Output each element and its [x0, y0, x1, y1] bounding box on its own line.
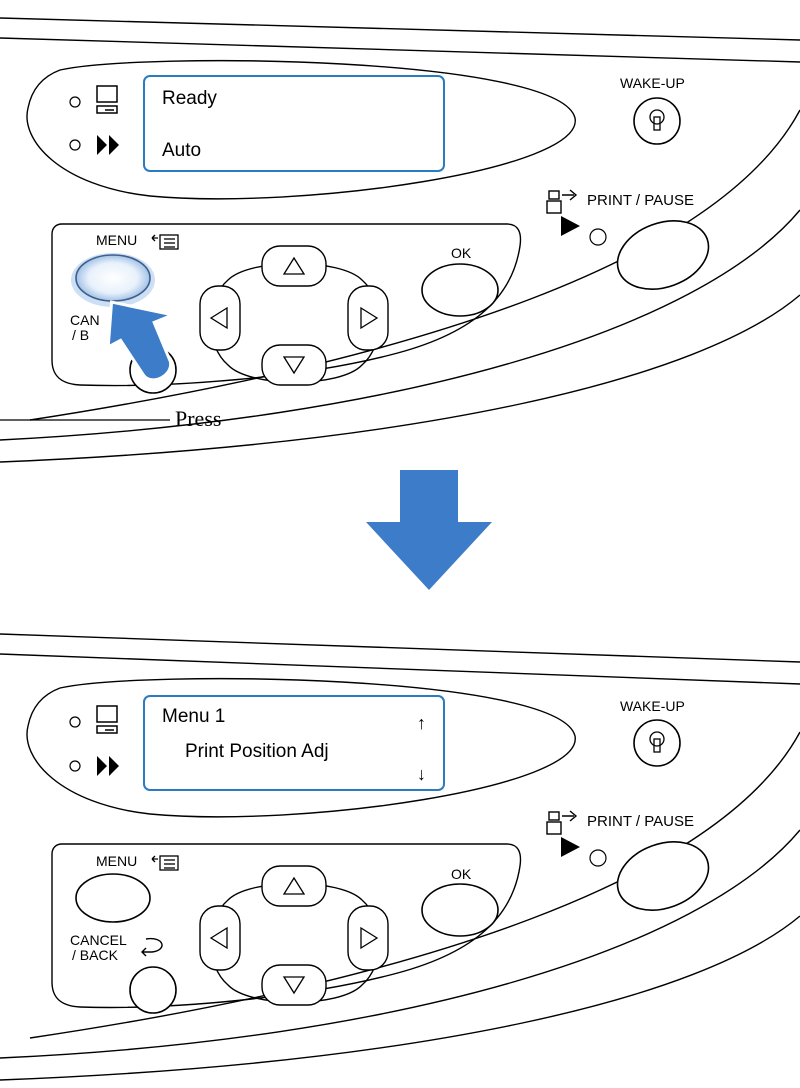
dpad-left-button-after[interactable]	[199, 905, 241, 971]
housing-lines-after	[0, 633, 800, 1081]
dpad-up-button[interactable]	[261, 245, 327, 287]
ok-button-after[interactable]	[421, 883, 499, 937]
print-led	[589, 228, 607, 246]
print-led-after	[589, 849, 607, 867]
up-arrow-icon	[282, 256, 306, 275]
print-pause-label: PRINT / PAUSE	[587, 192, 694, 209]
status-led-data	[69, 96, 81, 108]
cancel-label-line-1-after: CANCEL	[70, 932, 127, 948]
dpad-right-button-after[interactable]	[347, 905, 389, 971]
menu-button-after[interactable]	[75, 873, 151, 923]
cancel-back-button-after[interactable]	[129, 966, 177, 1014]
lcd-screen-after	[143, 695, 445, 791]
display-bezel-after	[26, 677, 576, 818]
ok-button[interactable]	[421, 263, 499, 317]
press-pointer-icon	[106, 300, 178, 382]
cancel-label-line-1: CAN	[70, 312, 100, 328]
up-arrow-icon-after	[282, 876, 306, 895]
print-feed-icon-after	[546, 810, 578, 835]
left-arrow-icon	[209, 306, 228, 330]
down-arrow-icon	[282, 356, 306, 375]
dpad-left-button[interactable]	[199, 285, 241, 351]
fast-forward-icon-after	[97, 756, 119, 776]
dpad-up-button-after[interactable]	[261, 865, 327, 907]
key-icon	[649, 109, 665, 131]
housing-lines	[0, 17, 800, 463]
computer-icon	[96, 85, 118, 114]
print-pause-button-after[interactable]	[608, 830, 718, 922]
panel-before: Ready Auto WAKE-UP PRINT / PAUSE MENU	[0, 17, 800, 463]
menu-label: MENU	[96, 232, 137, 248]
lcd-scroll-up-icon: ↑	[417, 713, 426, 733]
menu-icon-after	[151, 855, 179, 871]
cancel-label-line-2: / B	[72, 327, 89, 343]
wake-up-button-after[interactable]	[633, 719, 681, 767]
menu-icon	[151, 234, 179, 250]
left-arrow-icon-after	[209, 926, 228, 950]
wake-up-label-after: WAKE-UP	[620, 698, 685, 714]
fast-forward-icon	[97, 135, 119, 155]
status-led-data-after	[69, 716, 81, 728]
computer-icon-after	[96, 705, 118, 734]
status-led-paper-after	[69, 760, 81, 772]
lcd-line-1: Ready	[162, 88, 217, 109]
right-arrow-icon	[360, 306, 379, 330]
menu-label-after: MENU	[96, 853, 137, 869]
lcd-scroll-down-icon: ↓	[417, 764, 426, 784]
print-pause-button[interactable]	[608, 209, 718, 301]
down-arrow-icon-after	[282, 976, 306, 995]
right-arrow-icon-after	[360, 926, 379, 950]
lcd-screen	[143, 75, 445, 172]
ok-label: OK	[451, 245, 472, 261]
cancel-label-line-2-after: / BACK	[72, 947, 119, 963]
lcd-line-1-after: Menu 1	[162, 706, 225, 727]
panel-after: Menu 1 Print Position Adj ↑ ↓ WAKE-UP PR…	[0, 633, 800, 1081]
menu-button[interactable]	[75, 254, 151, 302]
back-arrow-icon	[141, 937, 163, 957]
lcd-line-2-after: Print Position Adj	[185, 741, 329, 762]
ok-label-after: OK	[451, 866, 472, 882]
play-indicator-icon-after	[561, 837, 580, 857]
play-indicator-icon	[561, 216, 580, 236]
wake-up-label: WAKE-UP	[620, 75, 685, 91]
print-feed-icon	[546, 189, 578, 214]
dpad-right-button[interactable]	[347, 285, 389, 351]
dpad-down-button-after[interactable]	[261, 964, 327, 1006]
wake-up-button[interactable]	[633, 97, 681, 145]
key-icon-after	[649, 731, 665, 753]
lcd-line-2: Auto	[162, 140, 201, 161]
status-led-paper	[69, 139, 81, 151]
dpad-down-button[interactable]	[261, 344, 327, 386]
display-bezel	[26, 59, 576, 200]
down-transition-arrow	[366, 470, 492, 590]
press-callout: Press	[175, 406, 221, 431]
print-pause-label-after: PRINT / PAUSE	[587, 813, 694, 830]
